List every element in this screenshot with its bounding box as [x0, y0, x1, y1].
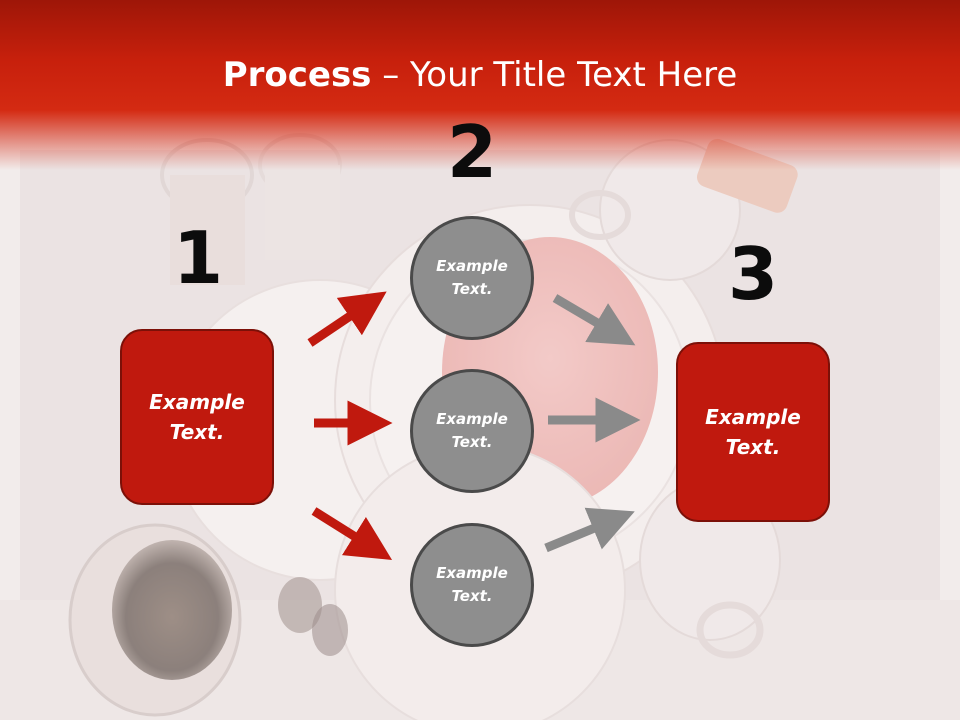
middle-step-circle[interactable]: Example Text. — [410, 369, 534, 493]
right-step-text: Example Text. — [705, 405, 801, 459]
title-rest: – Your Title Text Here — [371, 55, 738, 95]
left-step-text: Example Text. — [149, 390, 245, 444]
left-step-box[interactable]: Example Text. — [120, 329, 274, 505]
step-number-1: 1 — [172, 216, 224, 300]
title-bar — [0, 0, 960, 170]
slide-title[interactable]: Process – Your Title Text Here — [0, 52, 960, 98]
bottom-circle-text: Example Text. — [436, 564, 508, 605]
step-number-3: 3 — [727, 232, 779, 316]
right-step-box[interactable]: Example Text. — [676, 342, 830, 522]
middle-circle-text: Example Text. — [436, 410, 508, 451]
bottom-step-circle[interactable]: Example Text. — [410, 523, 534, 647]
top-circle-text: Example Text. — [436, 257, 508, 298]
top-step-circle[interactable]: Example Text. — [410, 216, 534, 340]
title-bold: Process — [222, 55, 372, 95]
step-number-2: 2 — [446, 110, 498, 194]
